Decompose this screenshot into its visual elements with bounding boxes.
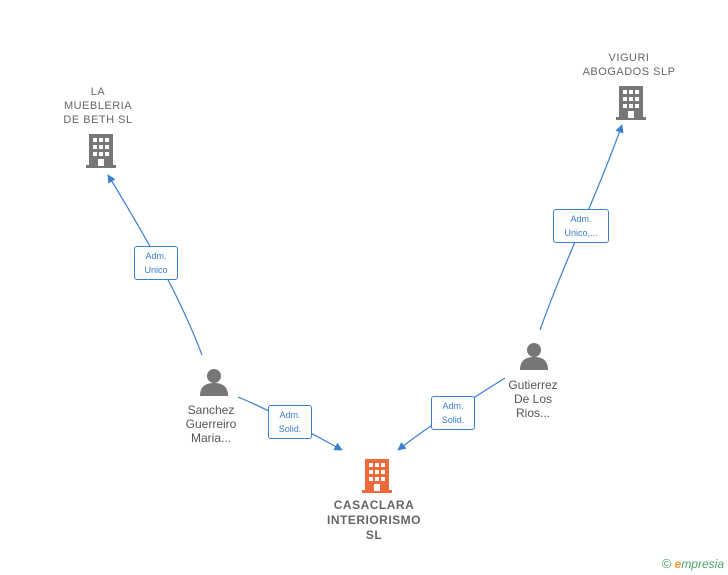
label-line: Maria... bbox=[190, 431, 231, 445]
label-line: SL bbox=[365, 528, 383, 542]
building-icon[interactable] bbox=[616, 86, 646, 120]
person-icon[interactable] bbox=[200, 369, 228, 396]
label-line: Guerreiro bbox=[185, 417, 237, 431]
label-line: VIGURI bbox=[608, 52, 650, 64]
empresia-brand[interactable]: © empresia bbox=[662, 556, 724, 571]
label-line: De Los bbox=[513, 392, 553, 406]
brand-name: mpresia bbox=[681, 557, 724, 571]
edge-label-adm-unico[interactable]: Adm. Unico bbox=[134, 246, 178, 280]
person-label-sanchez[interactable]: Sanchez Guerreiro Maria... bbox=[166, 403, 256, 445]
edge-label-line: Solid. bbox=[441, 415, 465, 425]
edge-label-line: Adm. bbox=[145, 251, 167, 261]
edge-label-line: Solid. bbox=[278, 424, 302, 434]
edge-label-line: Adm. bbox=[442, 401, 464, 411]
edge-label-adm-unico-viguri[interactable]: Adm. Unico,... bbox=[553, 209, 609, 243]
edge-label-line: Unico,... bbox=[564, 228, 598, 238]
edge-label-line: Unico bbox=[144, 265, 168, 275]
label-line: INTERIORISMO bbox=[326, 513, 421, 527]
building-icon[interactable] bbox=[362, 459, 392, 493]
label-line: CASACLARA bbox=[333, 498, 415, 512]
label-line: Sanchez bbox=[187, 403, 235, 417]
company-label-la-muebleria[interactable]: LA MUEBLERIA DE BETH SL bbox=[48, 85, 148, 127]
building-icon[interactable] bbox=[86, 134, 116, 168]
edge-label-line: Adm. bbox=[570, 214, 592, 224]
edge-label-line: Adm. bbox=[279, 410, 301, 420]
label-line: DE BETH SL bbox=[63, 114, 133, 126]
person-label-gutierrez[interactable]: Gutierrez De Los Rios... bbox=[488, 378, 578, 420]
brand-initial: e bbox=[674, 557, 682, 571]
label-line: Rios... bbox=[515, 406, 550, 420]
company-label-viguri[interactable]: VIGURI ABOGADOS SLP bbox=[570, 51, 688, 79]
label-line: Gutierrez bbox=[508, 378, 558, 392]
company-label-casaclara[interactable]: CASACLARA INTERIORISMO SL bbox=[314, 498, 434, 543]
label-line: ABOGADOS SLP bbox=[582, 66, 676, 78]
label-line: LA bbox=[90, 86, 106, 98]
edge-label-adm-solid-gutierrez[interactable]: Adm. Solid. bbox=[431, 396, 475, 430]
edge-label-adm-solid-sanchez[interactable]: Adm. Solid. bbox=[268, 405, 312, 439]
label-line: MUEBLERIA bbox=[63, 100, 133, 112]
copyright-icon: © bbox=[661, 556, 672, 571]
person-icon[interactable] bbox=[520, 343, 548, 370]
